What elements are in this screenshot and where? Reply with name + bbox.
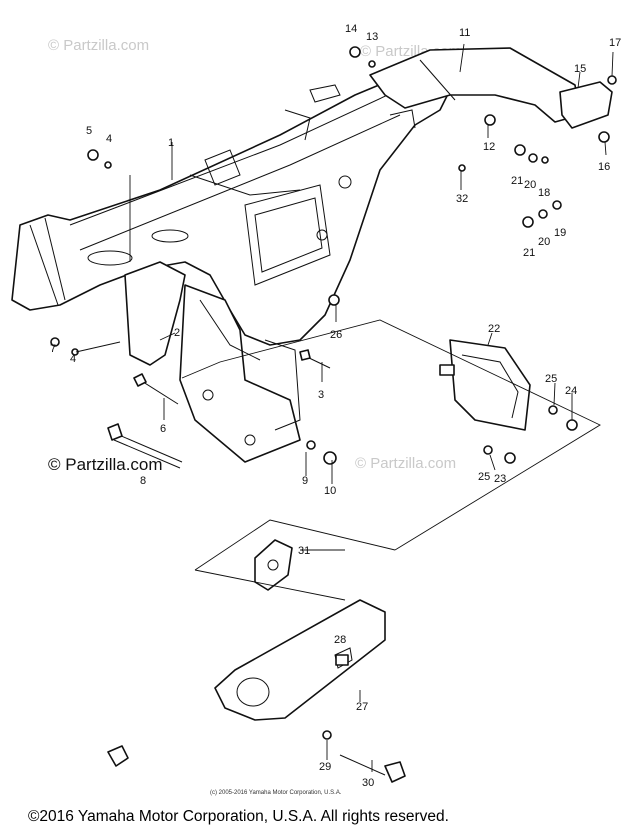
callout: 7	[50, 343, 56, 355]
callout: 14	[345, 23, 357, 35]
callout: 21	[523, 247, 535, 259]
engine-mount-bolts	[107, 349, 406, 783]
callout: 32	[456, 193, 468, 205]
callout: 11	[459, 27, 470, 39]
down-tube-bracket	[124, 261, 301, 463]
callout: 22	[488, 323, 500, 335]
callout: 20	[524, 179, 536, 191]
grommet	[107, 745, 129, 767]
watermark-mid-right: © Partzilla.com	[355, 455, 456, 472]
callout: 17	[609, 37, 621, 49]
callout: 26	[330, 329, 342, 341]
watermark-top-left: © Partzilla.com	[48, 37, 149, 54]
callout: 4	[70, 353, 76, 365]
callout: 31	[298, 545, 310, 557]
callout: 16	[598, 161, 610, 173]
callout: 5	[86, 125, 92, 137]
rear-fender	[369, 47, 581, 123]
callout: 20	[538, 236, 550, 248]
callout: 23	[494, 473, 506, 485]
callout: 25	[545, 373, 557, 385]
callout: 30	[362, 777, 374, 789]
callout: 24	[565, 385, 577, 397]
callout: 8	[140, 475, 146, 487]
assembly-lines	[75, 175, 601, 601]
callout: 18	[538, 187, 550, 199]
callout: 15	[574, 63, 586, 75]
callout: 6	[160, 423, 166, 435]
callout: 27	[356, 701, 368, 713]
callout: 9	[302, 475, 308, 487]
main-frame	[11, 67, 461, 346]
callout: 12	[483, 141, 495, 153]
watermark-mid-left: © Partzilla.com	[48, 455, 163, 474]
callout: 4	[106, 133, 112, 145]
callout: 28	[334, 634, 346, 646]
small-copyright: (c) 2005-2016 Yamaha Motor Corporation, …	[210, 790, 342, 796]
callout: 13	[366, 31, 378, 43]
chain-guard-plate	[254, 539, 293, 591]
fasteners	[50, 46, 617, 740]
copyright-footer: ©2016 Yamaha Motor Corporation, U.S.A. A…	[28, 808, 449, 825]
callouts: 1 2 3 4 4 5 6 7 8 9 10 11 12 13 14 15 16…	[50, 23, 621, 789]
callout: 19	[554, 227, 566, 239]
rear-flap	[559, 81, 613, 129]
callout: 10	[324, 485, 336, 497]
callout: 29	[319, 761, 331, 773]
leader-lines	[159, 43, 614, 772]
callout: 3	[318, 389, 324, 401]
callout: 21	[511, 175, 523, 187]
callout: 25	[478, 471, 490, 483]
callout: 2	[174, 327, 180, 339]
chain-case	[214, 599, 386, 721]
callout: 1	[168, 137, 174, 149]
